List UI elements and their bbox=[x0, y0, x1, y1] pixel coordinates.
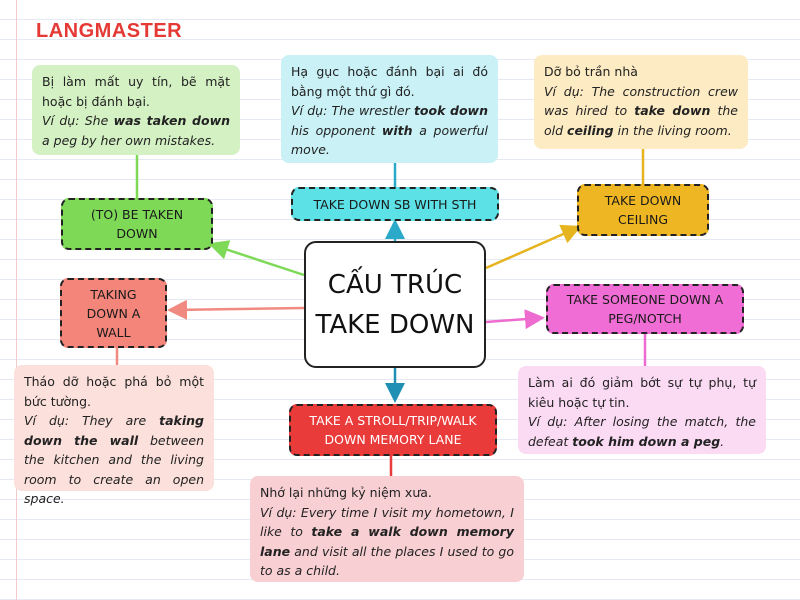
node-label: (TO) BE TAKEN DOWN bbox=[90, 207, 184, 241]
note-take-down-ceiling: Dỡ bỏ trần nhà Ví dụ: The construction c… bbox=[534, 55, 748, 149]
note-example: Ví dụ: She was taken down a peg by her o… bbox=[42, 113, 231, 148]
note-take-a-stroll: Nhớ lại những kỷ niệm xưa. Ví dụ: Every … bbox=[250, 476, 524, 582]
note-meaning: Làm ai đó giảm bớt sự tự phụ, tự kiêu ho… bbox=[528, 375, 756, 410]
node-label: TAKE SOMEONE DOWN A PEG/NOTCH bbox=[566, 292, 724, 326]
center-title-line1: CẤU TRÚC bbox=[327, 269, 463, 300]
node-label: TAKING DOWN A WALL bbox=[86, 286, 141, 340]
node-label: TAKE A STROLL/TRIP/WALK DOWN MEMORY LANE bbox=[309, 413, 477, 447]
center-node: CẤU TRÚC TAKE DOWN bbox=[304, 241, 486, 368]
note-taking-down-a-wall: Tháo dỡ hoặc phá bỏ một bức tường. Ví dụ… bbox=[14, 365, 214, 506]
node-take-down-with: TAKE DOWN SB WITH STH bbox=[291, 187, 499, 221]
note-meaning: Dỡ bỏ trần nhà bbox=[544, 64, 638, 79]
node-be-taken-down: (TO) BE TAKEN DOWN bbox=[61, 198, 213, 250]
note-meaning: Nhớ lại những kỷ niệm xưa. bbox=[260, 485, 432, 500]
note-example: Ví dụ: After losing the match, the defea… bbox=[528, 414, 756, 449]
note-be-taken-down: Bị làm mất uy tín, bẽ mặt hoặc bị đánh b… bbox=[32, 65, 240, 155]
note-take-down-with: Hạ gục hoặc đánh bại ai đó bằng một thứ … bbox=[281, 55, 498, 163]
node-take-down-ceiling: TAKE DOWN CEILING bbox=[577, 184, 709, 236]
note-example: Ví dụ: The construction crew was hired t… bbox=[544, 83, 738, 138]
note-take-someone-down-a-peg: Làm ai đó giảm bớt sự tự phụ, tự kiêu ho… bbox=[518, 366, 766, 454]
node-taking-down-a-wall: TAKING DOWN A WALL bbox=[60, 278, 167, 348]
note-meaning: Bị làm mất uy tín, bẽ mặt hoặc bị đánh b… bbox=[42, 74, 230, 109]
center-title-line2: TAKE DOWN bbox=[315, 309, 475, 340]
note-example: Ví dụ: Every time I visit my hometown, I… bbox=[260, 504, 515, 579]
brand-logo: LANGMASTER bbox=[36, 20, 182, 43]
node-take-a-stroll: TAKE A STROLL/TRIP/WALK DOWN MEMORY LANE bbox=[289, 404, 497, 456]
note-meaning: Tháo dỡ hoặc phá bỏ một bức tường. bbox=[24, 374, 204, 409]
node-take-someone-down-a-peg: TAKE SOMEONE DOWN A PEG/NOTCH bbox=[546, 284, 744, 334]
note-example: Ví dụ: The wrestler took down his oppone… bbox=[291, 103, 488, 157]
brand-logo-text: LANGMASTER bbox=[36, 20, 183, 42]
note-example: Ví dụ: They are taking down the wall bet… bbox=[24, 413, 205, 506]
node-label: TAKE DOWN SB WITH STH bbox=[313, 196, 477, 212]
arrow-peg bbox=[485, 309, 545, 330]
node-label: TAKE DOWN CEILING bbox=[604, 193, 682, 227]
arrow-be-taken-down bbox=[208, 240, 305, 277]
note-meaning: Hạ gục hoặc đánh bại ai đó bằng một thứ … bbox=[291, 64, 488, 99]
arrow-wall bbox=[167, 299, 305, 320]
arrow-ceiling bbox=[485, 224, 582, 270]
